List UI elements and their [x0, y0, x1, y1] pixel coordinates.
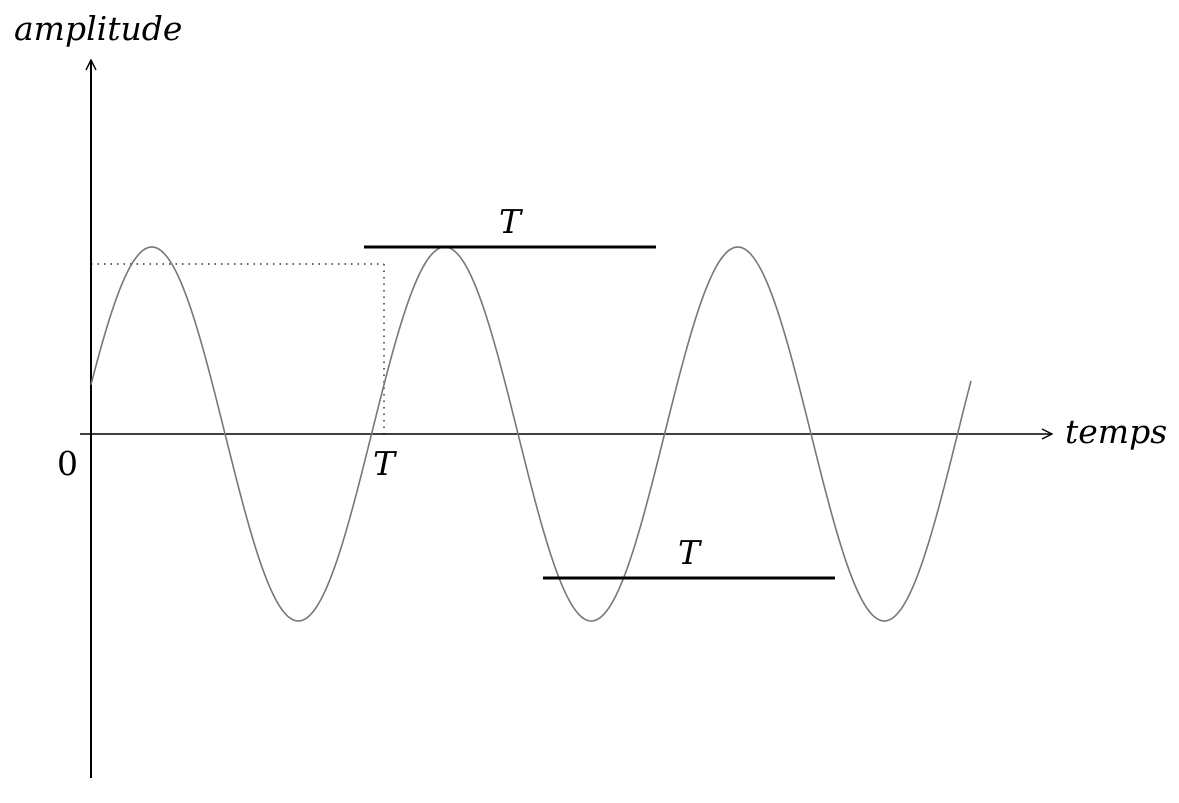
cosine-wave [90, 246, 972, 622]
period-bottom-label: T [678, 533, 703, 572]
x-axis-label: temps [1065, 412, 1167, 451]
y-axis-label: amplitude [14, 9, 182, 48]
origin-label: 0 [57, 444, 78, 483]
period-top-label: T [499, 202, 524, 241]
period-axis-label: T [373, 444, 398, 483]
